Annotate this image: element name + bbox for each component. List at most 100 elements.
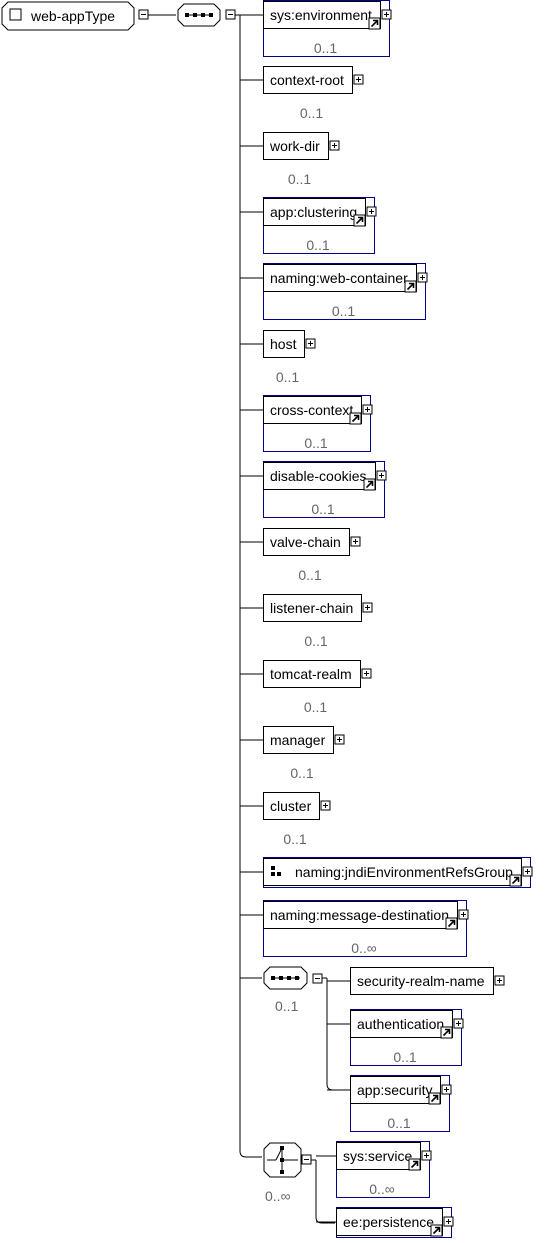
cardinality-label: 0..1 [314,40,338,56]
cardinality-label: 0..1 [387,1115,411,1131]
reference-arrow-icon [363,478,376,491]
element-label: disable-cookies [270,468,367,484]
element-label: context-root [270,72,344,88]
cardinality-label: 0..∞ [351,940,377,956]
element-label: sys:service [343,1148,412,1164]
sequence-compositor[interactable] [177,3,221,27]
root-square-icon [9,8,22,21]
element-label: cross-context [270,402,353,418]
cardinality-label: 0..1 [332,303,356,319]
expand-icon[interactable] [353,74,364,85]
security-sequence-compositor[interactable] [263,966,308,990]
cardinality-label: 0..1 [304,435,328,451]
expand-icon[interactable] [441,1084,452,1095]
cardinality-label: 0..1 [393,1049,417,1065]
expand-icon[interactable] [305,338,316,349]
element-label: sys:environment [270,7,372,23]
security-sequence-cardinality: 0..1 [275,998,299,1014]
expand-icon[interactable] [334,734,345,745]
element-label: host [270,336,297,352]
reference-arrow-icon [428,1092,441,1105]
expand-icon[interactable] [458,909,469,920]
expand-icon[interactable] [362,602,373,613]
expand-icon[interactable] [443,1216,454,1227]
expand-icon[interactable] [362,404,373,415]
group-icon [271,866,281,876]
expand-icon[interactable] [350,536,361,547]
element-naming-jndienvironmentrefsgroup[interactable]: naming:jndiEnvironmentRefsGroup [240,857,533,888]
element-ee-persistence[interactable]: ee:persistence [316,1207,454,1238]
expand-icon[interactable] [320,800,331,811]
element-label: naming:message-destination [270,907,449,923]
element-host[interactable]: host 0..1 [240,330,316,386]
element-label: listener-chain [270,600,353,616]
element-security-realm-name[interactable]: security-realm-name [327,967,505,995]
element-listener-chain[interactable]: listener-chain 0..1 [240,594,373,650]
expand-icon[interactable] [376,470,387,481]
cardinality-label: 0..1 [311,501,335,517]
reference-arrow-icon [445,917,458,930]
cardinality-label: 0..1 [298,567,322,583]
cardinality-label: 0..1 [276,369,300,385]
cardinality-label: 0..1 [304,633,328,649]
reference-arrow-icon [440,1026,453,1039]
security-sequence-collapse-icon[interactable] [312,973,323,984]
expand-icon[interactable] [366,206,377,217]
expand-icon[interactable] [522,866,533,877]
sequence-collapse-icon[interactable] [225,9,236,20]
root-node[interactable]: web-appType [1,1,135,31]
choice-compositor[interactable] [263,1142,302,1178]
expand-icon[interactable] [417,272,428,283]
element-sys-environment[interactable]: sys:environment 0..1 [240,0,392,57]
element-label: naming:web-container [270,270,408,286]
reference-arrow-icon [404,280,417,293]
element-naming-message-destination[interactable]: naming:message-destination 0..∞ [240,900,469,957]
choice-icon [267,1146,298,1174]
element-label: app:clustering [270,204,357,220]
expand-icon[interactable] [381,9,392,20]
reference-arrow-icon [353,214,366,227]
element-label: cluster [270,798,312,814]
element-disable-cookies[interactable]: disable-cookies 0..1 [240,461,387,518]
element-context-root[interactable]: context-root 0..1 [240,66,364,122]
element-list: sys:environment0..1context-root0..1work-… [240,0,533,957]
expand-icon[interactable] [329,140,340,151]
root-collapse-icon[interactable] [138,9,149,20]
cardinality-label: 0..1 [306,237,330,253]
element-label: tomcat-realm [270,666,352,682]
reference-arrow-icon [368,17,381,30]
reference-arrow-icon [349,412,362,425]
sequence-trunk [239,15,262,1158]
expand-icon[interactable] [453,1018,464,1029]
cardinality-label: 0..1 [290,765,314,781]
element-label: app:security [357,1082,432,1098]
root-label: web-appType [30,8,115,24]
cardinality-label: 0..1 [288,171,312,187]
element-label: security-realm-name [357,973,485,989]
element-naming-web-container[interactable]: naming:web-container 0..1 [240,263,428,320]
expand-icon[interactable] [494,975,505,986]
element-label: ee:persistence [343,1214,434,1230]
security-trunk [326,978,349,1091]
expand-icon[interactable] [361,668,372,679]
element-app-clustering[interactable]: app:clustering 0..1 [240,197,377,254]
choice-trunk [315,1160,335,1224]
choice-collapse-icon[interactable] [301,1154,312,1165]
reference-arrow-icon [430,1224,443,1237]
element-cross-context[interactable]: cross-context 0..1 [240,395,373,452]
expand-icon[interactable] [421,1150,432,1161]
element-app-security[interactable]: app:security 0..1 [327,1075,452,1132]
cardinality-label: 0..1 [300,105,324,121]
choice-cardinality: 0..∞ [265,1188,291,1204]
reference-arrow-icon [408,1158,421,1171]
